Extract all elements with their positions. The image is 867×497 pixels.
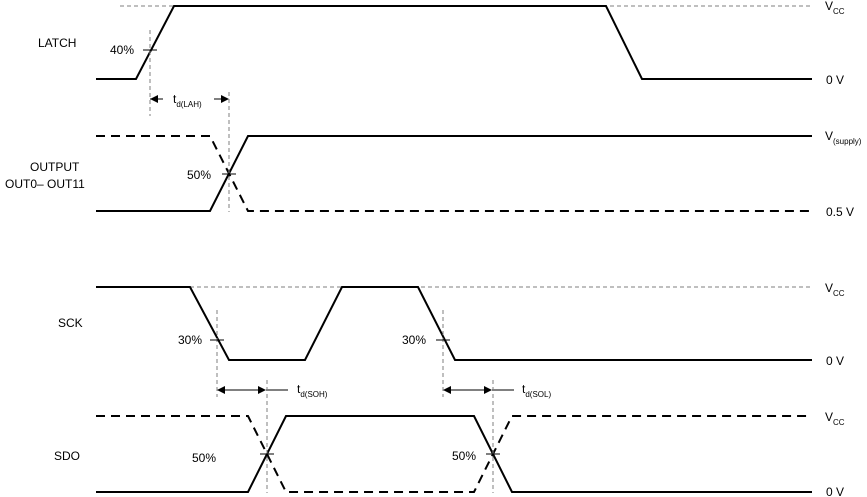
sdo-high-level-label: VCC [825,410,845,427]
latch-row: LATCH 40% VCC 0 V [38,0,845,116]
sdo-label: SDO [54,449,80,463]
latch-label: LATCH [38,36,76,50]
latch-waveform [96,5,812,80]
output-label-line2: OUT0– OUT11 [5,177,85,191]
t-soh-annotation: td(SOH) [217,382,328,399]
sdo-first-threshold-label: 50% [192,451,216,465]
t-lah-annotation: td(LAH) [150,92,229,109]
sdo-row: SDO 50% 50% VCC 0 V [54,380,845,497]
sdo-dashed-waveform [96,415,812,493]
output-label-line1: OUTPUT [30,160,80,174]
t-lah-label: td(LAH) [173,92,202,109]
output-row: OUTPUT OUT0– OUT11 50% V(supply) 0.5 V [5,92,862,219]
sck-first-threshold-label: 30% [178,333,202,347]
output-high-level-label: V(supply) [825,129,862,146]
sdo-second-threshold-label: 50% [452,449,476,463]
latch-low-level-label: 0 V [826,73,844,87]
sck-high-level-label: VCC [825,281,845,298]
t-soh-label: td(SOH) [297,382,328,399]
sck-row: SCK 30% 30% VCC 0 V [58,281,845,397]
latch-threshold-label: 40% [110,43,134,57]
t-sol-label: td(SOL) [522,382,551,399]
sdo-solid-waveform [96,415,812,493]
latch-high-level-label: VCC [825,0,845,16]
sck-second-threshold-label: 30% [402,333,426,347]
sdo-low-level-label: 0 V [826,485,844,497]
sck-low-level-label: 0 V [826,354,844,368]
output-low-level-label: 0.5 V [826,205,854,219]
sck-label: SCK [58,316,83,330]
t-sol-annotation: td(SOL) [443,382,551,399]
output-threshold-label: 50% [187,168,211,182]
sck-waveform [96,286,812,361]
